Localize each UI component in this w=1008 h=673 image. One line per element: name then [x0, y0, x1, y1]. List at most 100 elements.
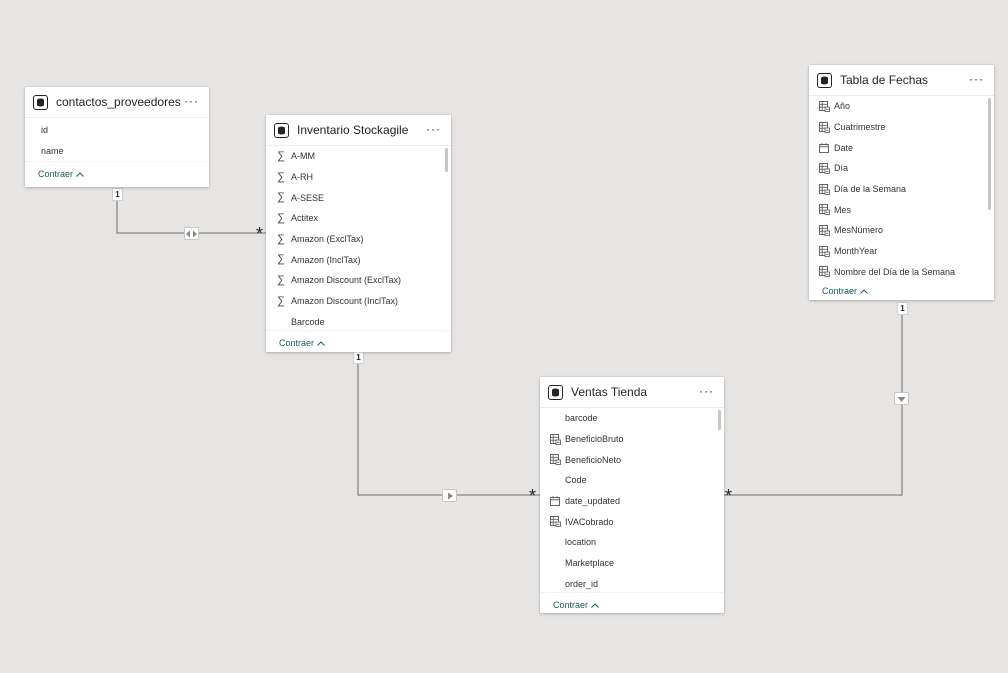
field-label: Mes: [834, 204, 852, 215]
field-item[interactable]: BeneficioNeto: [540, 449, 724, 470]
field-list: id name: [25, 118, 209, 161]
field-item[interactable]: name: [25, 141, 209, 161]
field-label: A-RH: [291, 172, 313, 183]
table-header[interactable]: contactos_proveedores ···: [25, 87, 209, 118]
sigma-icon: ∑: [277, 253, 285, 266]
sigma-icon: ∑: [277, 232, 285, 245]
scrollbar[interactable]: [988, 98, 991, 280]
field-label: Nombre del Día de la Semana: [834, 266, 956, 277]
table-icon: [548, 384, 563, 400]
field-label: Año: [834, 101, 851, 112]
scrollbar-thumb[interactable]: [718, 410, 721, 430]
field-item[interactable]: ∑ Actitex: [266, 208, 451, 229]
field-item[interactable]: ∑Amazon (InclTax): [266, 249, 451, 270]
scrollbar[interactable]: [718, 410, 721, 590]
collapse-button[interactable]: Contraer: [266, 330, 451, 355]
field-item[interactable]: Día: [809, 158, 994, 179]
more-options-icon[interactable]: ···: [426, 122, 441, 136]
cardinality-many-inventario: *: [256, 224, 264, 244]
table-title: contactos_proveedores: [56, 95, 181, 109]
scrollbar-thumb[interactable]: [445, 148, 448, 172]
relationship-line-fechas-ventas: [724, 313, 903, 496]
calendar-icon: [549, 495, 561, 507]
field-label: BeneficioNeto: [565, 454, 622, 465]
field-item[interactable]: ∑Amazon Discount (InclTax): [266, 291, 451, 312]
field-item[interactable]: Año: [809, 96, 994, 117]
single-filter-down-icon[interactable]: [894, 392, 909, 405]
field-label: date_updated: [565, 496, 621, 507]
field-label: A-SESE: [291, 192, 325, 203]
field-item[interactable]: location: [540, 532, 724, 553]
relationship-line-inventario-ventas: [357, 362, 540, 496]
field-item[interactable]: ∑Amazon Discount (ExclTax): [266, 270, 451, 291]
field-item[interactable]: order_id: [540, 574, 724, 593]
scrollbar[interactable]: [445, 148, 448, 328]
calculated-column-icon: [818, 204, 830, 216]
collapse-label: Contraer: [553, 600, 589, 610]
calculated-column-icon: [549, 433, 561, 445]
chevron-up-icon: [76, 169, 84, 179]
collapse-label: Contraer: [38, 169, 74, 179]
table-header[interactable]: Ventas Tienda ···: [540, 377, 724, 408]
table-card-inventario-stockagile[interactable]: Inventario Stockagile ··· ∑A-MM∑A-RH∑A-S…: [266, 115, 451, 352]
field-item[interactable]: Code: [540, 470, 724, 491]
more-options-icon[interactable]: ···: [184, 94, 199, 108]
cardinality-one-contactos: 1: [112, 188, 123, 201]
more-options-icon[interactable]: ···: [699, 384, 714, 398]
collapse-button[interactable]: Contraer: [540, 592, 724, 617]
field-label: Barcode: [291, 316, 325, 327]
collapse-label: Contraer: [822, 286, 858, 296]
calculated-column-icon: [818, 100, 830, 112]
calendar-icon: [818, 142, 830, 154]
table-title: Ventas Tienda: [571, 385, 648, 399]
field-item[interactable]: Día de la Semana: [809, 179, 994, 200]
field-label: Día: [834, 163, 849, 174]
field-label: location: [565, 537, 597, 548]
field-label: Amazon Discount (InclTax): [291, 296, 399, 307]
field-item[interactable]: MonthYear: [809, 241, 994, 262]
table-card-contactos-proveedores[interactable]: contactos_proveedores ··· id name Contra…: [25, 87, 209, 187]
field-item[interactable]: Barcode: [266, 312, 451, 331]
sigma-icon: ∑: [277, 211, 285, 224]
field-label: Actitex: [291, 213, 319, 224]
field-item[interactable]: ∑Amazon (ExclTax): [266, 229, 451, 250]
field-item[interactable]: id: [25, 120, 209, 141]
table-header[interactable]: Tabla de Fechas ···: [809, 65, 994, 96]
scrollbar-thumb[interactable]: [988, 98, 991, 210]
collapse-label: Contraer: [279, 338, 315, 348]
table-header[interactable]: Inventario Stockagile ···: [266, 115, 451, 146]
field-label: barcode: [565, 413, 598, 424]
field-item[interactable]: Date: [809, 137, 994, 158]
field-item[interactable]: MesNúmero: [809, 220, 994, 241]
calculated-column-icon: [818, 266, 830, 278]
field-item[interactable]: Marketplace: [540, 553, 724, 574]
field-label: A-MM: [291, 151, 315, 162]
field-label: Date: [834, 142, 854, 153]
field-item[interactable]: ∑ A-SESE: [266, 187, 451, 208]
field-item[interactable]: BeneficioBruto: [540, 429, 724, 450]
field-label: MonthYear: [834, 246, 878, 257]
bidirectional-filter-icon[interactable]: [184, 227, 199, 240]
sigma-icon: ∑: [277, 191, 285, 204]
calculated-column-icon: [549, 516, 561, 528]
collapse-button[interactable]: Contraer: [25, 161, 209, 186]
field-item[interactable]: IVACobrado: [540, 511, 724, 532]
field-item[interactable]: ∑A-MM: [266, 146, 451, 167]
field-item[interactable]: date_updated: [540, 491, 724, 512]
table-icon: [817, 72, 832, 88]
sigma-icon: ∑: [277, 170, 285, 183]
chevron-up-icon: [317, 338, 325, 348]
collapse-button[interactable]: Contraer: [809, 282, 994, 300]
field-item[interactable]: Nombre del Día de la Semana: [809, 262, 994, 283]
field-item[interactable]: Cuatrimestre: [809, 117, 994, 138]
field-label: MesNúmero: [834, 225, 884, 236]
table-icon: [33, 94, 48, 110]
field-item[interactable]: ∑ A-RH: [266, 167, 451, 188]
more-options-icon[interactable]: ···: [969, 72, 984, 86]
field-item[interactable]: Mes: [809, 199, 994, 220]
table-title: Inventario Stockagile: [297, 123, 409, 137]
single-filter-right-icon[interactable]: [442, 489, 457, 502]
field-item[interactable]: barcode: [540, 408, 724, 429]
